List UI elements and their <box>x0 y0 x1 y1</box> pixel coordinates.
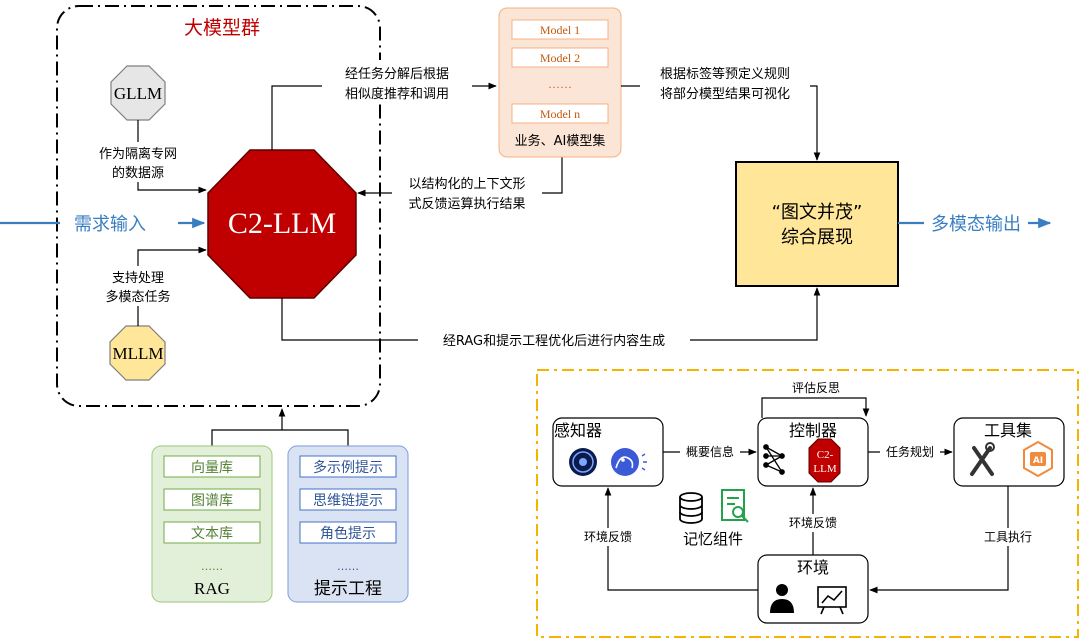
controller-label: 控制器 <box>789 421 837 440</box>
document-search-icon <box>721 489 749 523</box>
prompt-item-cot <box>299 488 397 511</box>
tools-box <box>953 417 1065 487</box>
gllm-node <box>110 65 166 121</box>
neural-network-icon <box>763 444 785 475</box>
env-feedback-left-connector <box>604 487 758 591</box>
prompt-caption: 提示工程 <box>314 579 382 599</box>
env-feedback-mid-label: 环境反馈 <box>789 515 837 530</box>
mllm-node <box>109 325 166 381</box>
c2-llm-core <box>207 149 357 299</box>
model-group-title: 大模型群 <box>184 17 260 39</box>
rag-caption: RAG <box>194 579 230 598</box>
model-item-2-label: Model 2 <box>540 51 580 65</box>
tool-exec-connector <box>869 486 1009 594</box>
rag-item-graph-label: 图谱库 <box>191 493 233 509</box>
rag-item-vector <box>163 455 261 478</box>
tools-label: 工具集 <box>984 421 1032 440</box>
to-models-edge-line1: 经任务分解后根据 <box>345 66 449 82</box>
prompt-ellipsis: …… <box>337 560 359 573</box>
to-models-edge-line2: 相似度推荐和调用 <box>345 86 449 102</box>
wrench-screwdriver-icon <box>970 442 995 476</box>
feedback-edge-line2: 式反馈运算执行结果 <box>408 197 525 212</box>
display-line1: “图文并茂” <box>772 202 863 223</box>
perceiver-audio-icon <box>611 448 647 476</box>
agent-frame <box>536 369 1079 638</box>
prompt-item-role <box>299 521 397 544</box>
rag-edge-label: 经RAG和提示工程优化后进行内容生成 <box>443 333 665 349</box>
mllm-edge-line2: 多模态任务 <box>105 289 170 305</box>
model-item-2 <box>511 47 609 68</box>
controller-core-line2: LLM <box>813 463 836 475</box>
display-line2: 综合展现 <box>781 227 853 248</box>
model-group-frame <box>56 5 381 407</box>
tool-exec-label: 工具执行 <box>984 530 1032 544</box>
prompt-item-fewshot-label: 多示例提示 <box>313 459 383 476</box>
model-items-ellipsis: …… <box>548 77 572 91</box>
to-display-edge-line1: 根据标签等预定义规则 <box>660 66 790 82</box>
rag-item-text-label: 文本库 <box>191 526 233 542</box>
rag-item-vector-label: 向量库 <box>191 460 233 476</box>
gllm-edge-line2: 的数据源 <box>112 165 164 181</box>
memory-label: 记忆组件 <box>683 530 743 548</box>
c2-llm-label: C2-LLM <box>228 207 336 240</box>
mllm-label: MLLM <box>113 344 164 363</box>
eval-loop-connector <box>761 397 870 418</box>
controller-core-line1: C2- <box>817 449 834 461</box>
eval-edge-label: 评估反思 <box>792 381 840 395</box>
plan-edge-label: 任务规划 <box>886 444 934 459</box>
svg-text:AI: AI <box>1033 456 1043 466</box>
prompt-up-connector <box>282 429 349 446</box>
mllm-edge-line1: 支持处理 <box>112 271 164 286</box>
gllm-edge-line1: 作为隔离专网 <box>99 146 177 162</box>
env-feedback-left-label: 环境反馈 <box>584 529 632 544</box>
prompt-item-cot-label: 思维链提示 <box>313 493 383 509</box>
rag-up-connector <box>211 429 282 446</box>
prompt-item-fewshot <box>299 455 397 478</box>
chart-board-icon <box>817 586 847 615</box>
person-icon <box>770 584 794 613</box>
gllm-label: GLLM <box>114 84 162 103</box>
demand-input-label: 需求输入 <box>74 214 146 235</box>
multimodal-output-label: 多模态输出 <box>931 214 1021 235</box>
rag-ellipsis: …… <box>201 560 223 573</box>
model-item-1 <box>511 19 609 40</box>
display-box <box>735 161 899 287</box>
database-icon <box>679 492 703 524</box>
rag-item-text <box>163 521 261 544</box>
ai-badge-icon: AI <box>1023 440 1053 478</box>
rag-item-graph <box>163 488 261 511</box>
controller-core-icon <box>808 438 841 483</box>
model-item-n <box>511 103 609 124</box>
models-set-caption: 业务、AI模型集 <box>515 133 606 149</box>
to-display-edge-line2: 将部分模型结果可视化 <box>660 87 790 102</box>
environment-label: 环境 <box>797 558 829 577</box>
summary-edge-label: 概要信息 <box>686 444 734 459</box>
prompt-item-role-label: 角色提示 <box>320 525 376 542</box>
model-item-1-label: Model 1 <box>540 23 580 37</box>
perceiver-vision-icon <box>569 448 597 476</box>
model-item-n-label: Model n <box>540 107 580 121</box>
feedback-edge-line1: 以结构化的上下文形 <box>408 176 525 192</box>
perceiver-label: 感知器 <box>554 421 602 440</box>
